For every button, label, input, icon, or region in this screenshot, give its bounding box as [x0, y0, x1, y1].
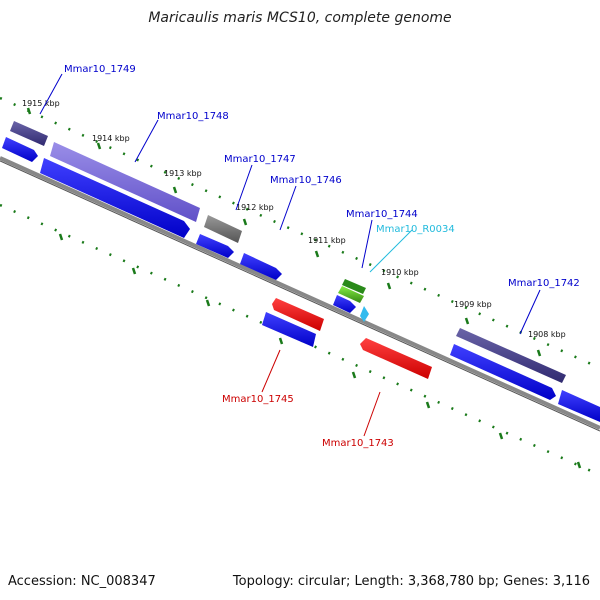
gene-label-1745[interactable]: Mmar10_1745 [222, 394, 294, 405]
gene-arrow-1747[interactable] [196, 234, 234, 258]
feature-bar-1744-green[interactable] [338, 286, 364, 303]
gene-arrow-1745-top[interactable] [262, 312, 316, 347]
gene-arrow-1746[interactable] [240, 253, 282, 280]
genome-backbone-shadow [0, 160, 600, 432]
gene-arrow-1749[interactable] [2, 137, 38, 162]
tick-label: 1913 kbp [164, 169, 202, 178]
genome-summary-text: Topology: circular; Length: 3,368,780 bp… [232, 574, 590, 589]
accession-text: Accession: NC_008347 [8, 574, 156, 589]
leader-lines [39, 73, 541, 437]
feature-bar-1749[interactable] [10, 121, 48, 146]
gene-label-1747[interactable]: Mmar10_1747 [224, 154, 296, 165]
gene-label-1749[interactable]: Mmar10_1749 [64, 64, 136, 75]
gene-label-R0034[interactable]: Mmar10_R0034 [376, 224, 455, 235]
gene-arrow-1742[interactable] [450, 344, 556, 400]
gene-label-1742[interactable]: Mmar10_1742 [508, 278, 580, 289]
genome-title: Maricaulis maris MCS10, complete genome [148, 10, 452, 26]
gene-arrow-next[interactable] [558, 390, 600, 422]
gene-arrow-1745[interactable] [272, 298, 324, 331]
gene-arrow-1748[interactable] [40, 158, 190, 238]
feature-bar-1747[interactable] [204, 215, 242, 243]
tick-label: 1908 kbp [528, 330, 566, 339]
tick-label: 1909 kbp [454, 300, 492, 309]
tick-label: 1915 kbp [22, 99, 60, 108]
feature-bar-1748[interactable] [50, 142, 200, 222]
feature-bar-1744-top[interactable] [342, 279, 366, 294]
gene-label-1743[interactable]: Mmar10_1743 [322, 438, 394, 449]
tick-label: 1914 kbp [92, 134, 130, 143]
feature-bar-1742[interactable] [456, 328, 566, 383]
gene-arrow-1743[interactable] [360, 338, 432, 379]
tick-label: 1910 kbp [381, 268, 419, 277]
gene-arrow-R0034[interactable] [360, 306, 369, 322]
gene-label-1746[interactable]: Mmar10_1746 [270, 175, 342, 186]
tick-label: 1911 kbp [308, 236, 346, 245]
gene-arrow-1744[interactable] [333, 295, 356, 313]
genome-backbone [0, 156, 600, 430]
tick-label: 1912 kbp [236, 203, 274, 212]
gene-label-1744[interactable]: Mmar10_1744 [346, 209, 418, 220]
major-ticks [26, 107, 542, 357]
major-ticks-lower [58, 233, 582, 469]
gene-label-1748[interactable]: Mmar10_1748 [157, 111, 229, 122]
